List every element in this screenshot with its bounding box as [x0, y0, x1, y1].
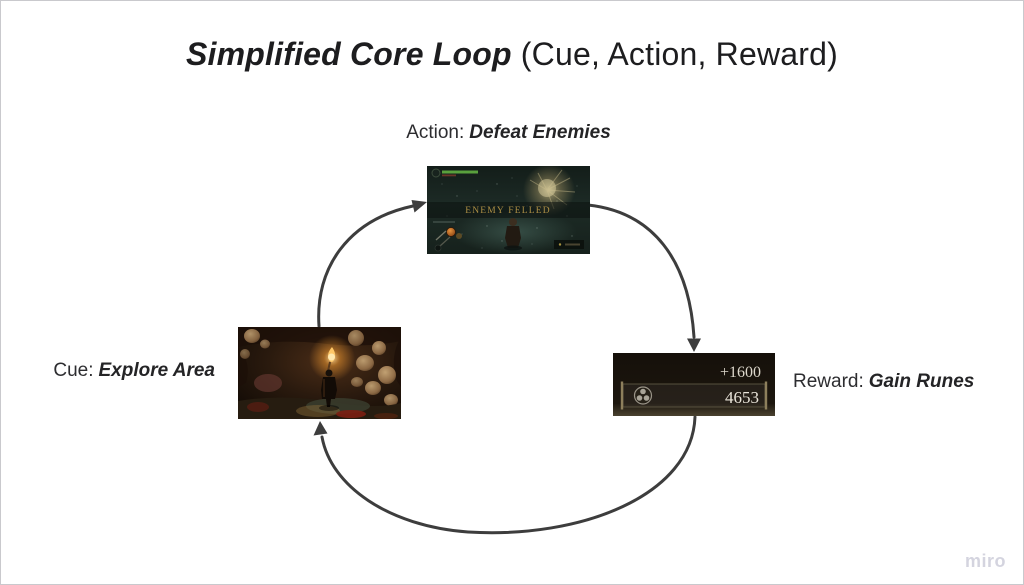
- action-label-prefix: Action:: [406, 122, 465, 143]
- banner-band: [427, 202, 590, 218]
- page-title: Simplified Core Loop(Cue, Action, Reward…: [0, 36, 1024, 73]
- flesh-mass: [254, 374, 282, 392]
- arrowhead-to-cue-icon: [313, 421, 328, 436]
- action-label: Action:Defeat Enemies: [337, 122, 680, 144]
- connector-cue-to-action[interactable]: [317, 204, 415, 328]
- connector-reward-to-cue[interactable]: [320, 415, 697, 535]
- action-label-value: Defeat Enemies: [469, 122, 611, 143]
- rune-total-box: [620, 381, 768, 410]
- arrowhead-to-reward-icon: [687, 338, 701, 352]
- action-image[interactable]: ENEMY FELLED: [427, 166, 590, 254]
- runes-gained-value: +1600: [720, 364, 761, 381]
- runes-total-value: 4653: [725, 388, 759, 407]
- page-title-emphasis: Simplified Core Loop: [186, 36, 512, 72]
- cue-label: Cue:Explore Area: [53, 360, 215, 382]
- cue-label-prefix: Cue:: [53, 360, 94, 381]
- rune-counter-hud: [554, 240, 584, 249]
- miro-watermark: miro: [964, 551, 1006, 571]
- reward-label-value: Gain Runes: [868, 371, 975, 392]
- equipment-hud: [433, 221, 462, 252]
- connector-action-to-reward[interactable]: [586, 203, 696, 339]
- enemy-felled-banner-text: ENEMY FELLED: [465, 206, 551, 216]
- cue-label-value: Explore Area: [98, 360, 215, 381]
- explorer-character: [319, 369, 339, 411]
- page-title-rest: (Cue, Action, Reward): [520, 36, 838, 72]
- reward-label-prefix: Reward:: [793, 371, 864, 392]
- reward-label: Reward:Gain Runes: [793, 371, 974, 393]
- reward-image[interactable]: +1600 4653: [613, 353, 775, 416]
- player-character: [504, 218, 522, 251]
- egg-sacs: [240, 329, 398, 406]
- health-stamina-hud: [431, 168, 478, 178]
- cue-image[interactable]: [238, 327, 401, 419]
- rune-emblem-icon: [633, 386, 653, 405]
- torch-flame-icon: [309, 335, 355, 381]
- cave-floor: [238, 397, 401, 419]
